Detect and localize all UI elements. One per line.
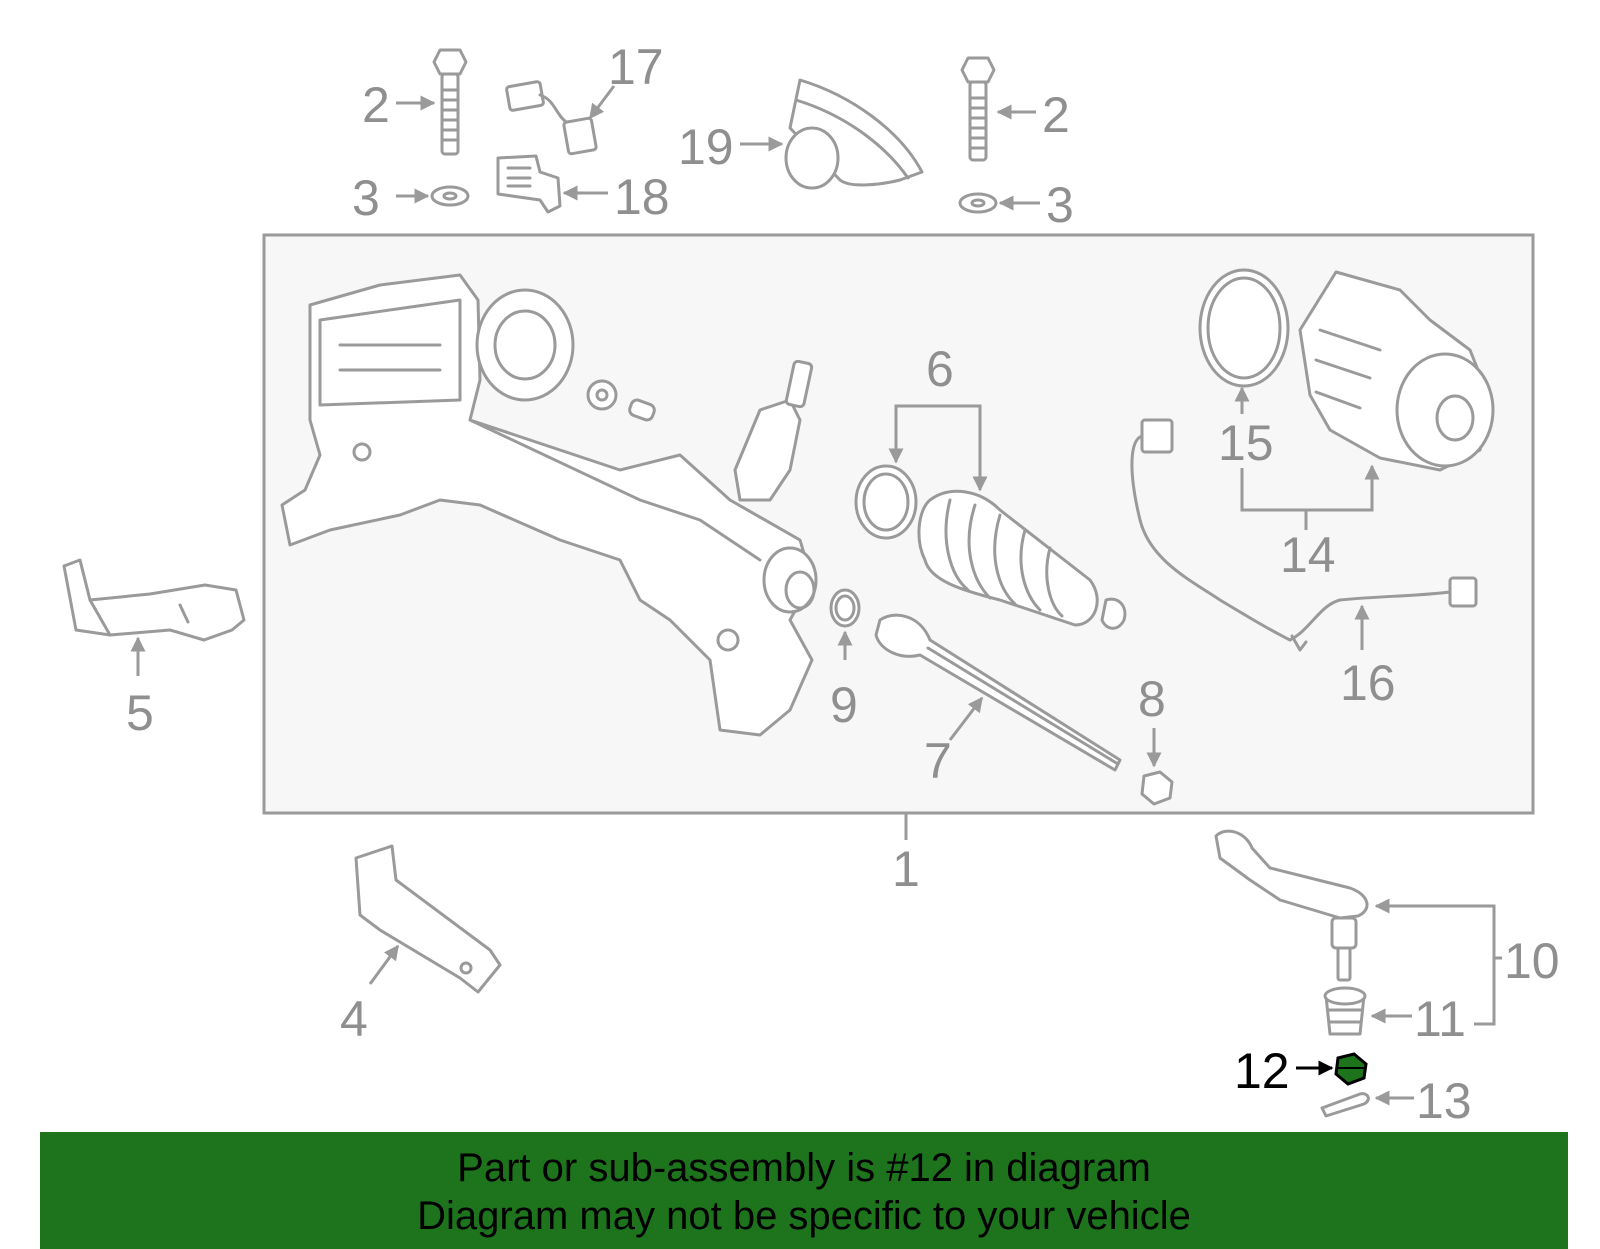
label-part-11: 11	[1414, 991, 1466, 1047]
bracket-part-4	[354, 844, 502, 994]
part-10-leader-lower	[1474, 958, 1496, 1026]
label-part-12: 12	[1234, 1043, 1290, 1099]
bracket-part-18	[496, 154, 562, 214]
nut-part-12-highlighted	[1334, 1052, 1368, 1086]
label-part-16: 16	[1340, 655, 1396, 711]
tie-rod-part-7	[874, 613, 1122, 772]
part-10-leader	[1374, 898, 1496, 958]
label-part-14: 14	[1280, 527, 1336, 583]
label-part-2-right: 2	[1042, 87, 1070, 143]
motor-part-14	[1298, 270, 1495, 472]
label-part-8: 8	[1138, 671, 1166, 727]
label-part-7: 7	[924, 733, 952, 789]
tie-rod-end-part-10	[1214, 829, 1369, 982]
part-6-leader	[894, 404, 988, 492]
pinion-sleeve	[628, 398, 656, 422]
label-part-19: 19	[678, 119, 734, 175]
label-part-6: 6	[926, 341, 954, 397]
label-part-15: 15	[1218, 415, 1274, 471]
banner-disclaimer: Diagram may not be specific to your vehi…	[417, 1194, 1191, 1238]
bracket-part-5	[62, 558, 246, 642]
cotter-pin-part-13	[1320, 1092, 1370, 1118]
seal-part-19	[784, 78, 924, 190]
clamp-part-6	[854, 464, 918, 540]
label-part-13: 13	[1416, 1073, 1472, 1129]
sensor-harness-part-16	[1130, 418, 1478, 652]
label-part-2-left: 2	[362, 77, 390, 133]
banner-part-message: Part or sub-assembly is #12 in diagram	[457, 1146, 1151, 1190]
label-part-4: 4	[340, 991, 368, 1047]
rack-housing	[280, 273, 818, 737]
nut-part-8	[1140, 770, 1174, 806]
pinion-gear	[586, 379, 618, 411]
label-part-5: 5	[126, 685, 154, 741]
label-part-10: 10	[1504, 933, 1560, 989]
part-4-leader	[368, 944, 400, 985]
info-banner: Part or sub-assembly is #12 in diagram D…	[40, 1132, 1568, 1249]
part-17-leader	[588, 85, 616, 120]
o-ring-part-9	[829, 588, 861, 628]
harness-part-17	[505, 80, 598, 156]
washer-left-part-3	[430, 185, 470, 207]
bolt-right-part-2	[960, 56, 996, 162]
label-part-18: 18	[614, 169, 670, 225]
washer-right-part-3	[958, 192, 998, 214]
label-part-1: 1	[892, 841, 920, 897]
bolt-left-part-2	[432, 48, 468, 156]
label-part-3-left: 3	[352, 170, 380, 226]
boot-part-6	[917, 489, 1127, 630]
gasket-part-15	[1198, 268, 1290, 388]
label-part-17: 17	[608, 39, 664, 95]
part-7-leader	[948, 696, 984, 741]
label-part-9: 9	[830, 677, 858, 733]
label-part-3-right: 3	[1046, 177, 1074, 233]
boot-part-11	[1323, 986, 1367, 1036]
